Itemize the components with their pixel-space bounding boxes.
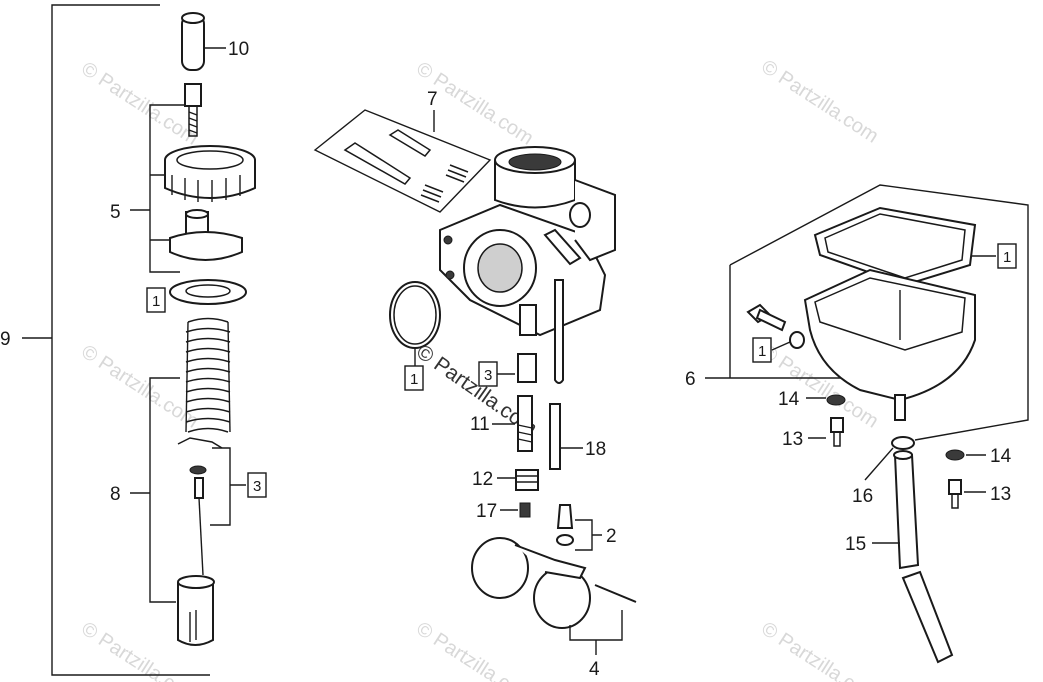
callout-15: 15 (845, 534, 866, 555)
throttle-valve (177, 575, 215, 646)
callout-18: 18 (585, 439, 606, 460)
screw-13 (948, 479, 962, 495)
needle-clip (177, 437, 223, 576)
callout-13: 13 (990, 484, 1011, 505)
callout-1-box: 1 (1003, 249, 1011, 266)
drain-hose (893, 450, 954, 664)
pilot-screw-kit (343, 129, 469, 203)
callout-13: 13 (782, 429, 803, 450)
callout-5: 5 (110, 202, 121, 223)
washer (169, 279, 247, 305)
o-ring (389, 281, 441, 349)
bracket-6 (729, 184, 1029, 441)
needle-jet (517, 353, 537, 383)
callout-10: 10 (228, 39, 249, 60)
float-chamber-gasket (813, 206, 977, 287)
kit-box (313, 109, 492, 213)
float (471, 537, 637, 629)
watermark: © Partzilla.com (757, 618, 882, 682)
pilot-jet (519, 502, 531, 518)
washer-14 (945, 449, 965, 461)
callout-16: 16 (852, 486, 873, 507)
watermark: © Partzilla.com (77, 341, 202, 433)
adjuster-screw (184, 83, 202, 137)
callout-4: 4 (589, 659, 600, 680)
callout-7: 7 (427, 89, 438, 110)
callout-3-box: 3 (253, 478, 261, 495)
carburetor-body (439, 146, 616, 384)
right-assembly: 6 1 1 14 13 16 (685, 184, 1029, 664)
watermark: © Partzilla.com (412, 618, 537, 682)
hose-clip (891, 436, 915, 450)
float-chamber (803, 268, 976, 421)
tube-18 (549, 403, 561, 470)
callout-2: 2 (606, 526, 617, 547)
middle-assembly: 7 1 © (313, 89, 637, 680)
drain-screw (746, 303, 805, 349)
screw-13 (830, 417, 844, 433)
watermark: © Partzilla.com (757, 56, 882, 148)
callout-3-box: 3 (484, 367, 492, 384)
needle-jet-holder (517, 395, 533, 452)
callout-1-box: 1 (410, 371, 418, 388)
left-assembly: 9 10 (0, 4, 267, 676)
callout-17: 17 (476, 501, 497, 522)
callout-1-box: 1 (758, 343, 766, 360)
watermark: © Partzilla.com (77, 58, 202, 150)
washer-14 (826, 394, 846, 406)
callout-11: 11 (470, 414, 490, 435)
callout-6: 6 (685, 369, 696, 390)
throttle-spring (185, 317, 231, 433)
float-valve (556, 504, 574, 546)
callout-14: 14 (990, 446, 1012, 467)
bracket-9 (51, 4, 210, 676)
callout-14: 14 (778, 389, 800, 410)
callout-1-box: 1 (152, 293, 160, 310)
cap-plate (169, 209, 243, 261)
main-jet (515, 469, 539, 491)
callout-12: 12 (472, 469, 493, 490)
callout-8: 8 (110, 484, 121, 505)
callout-9: 9 (0, 329, 11, 350)
part-10-cap: 10 (181, 12, 249, 71)
top-nut (164, 145, 256, 202)
